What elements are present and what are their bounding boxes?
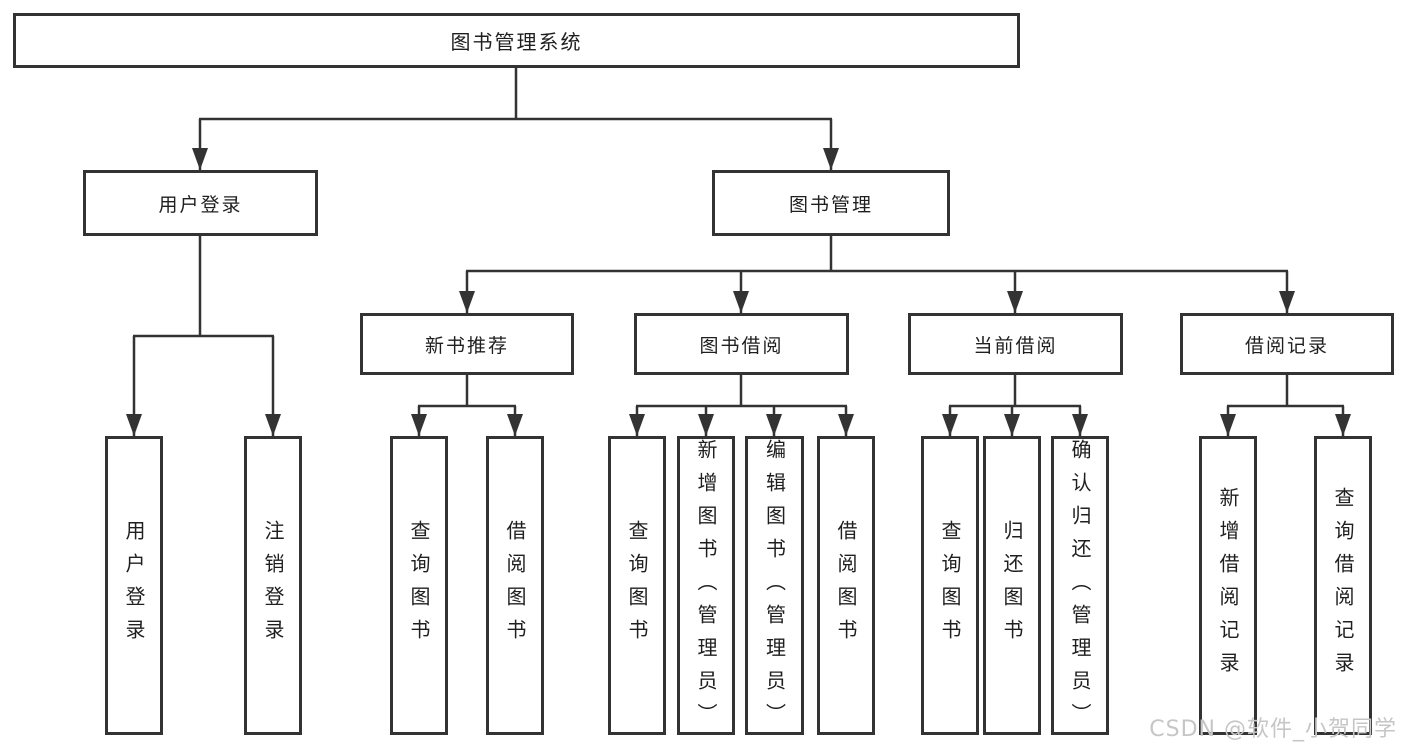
node-current-borrowing-label: 当前借阅 (973, 334, 1058, 357)
leaf-add-books-admin: 新增图书（管理员） (677, 436, 735, 736)
leaf-query-books-1-label: 查询图书 (407, 519, 431, 652)
leaf-borrow-books-1: 借阅图书 (486, 436, 544, 735)
leaf-borrow-books-2: 借阅图书 (817, 436, 875, 735)
node-root-label: 图书管理系统 (450, 30, 583, 54)
leaf-return-books-label: 归还图书 (1000, 519, 1024, 652)
leaf-logout: 注销登录 (244, 436, 302, 735)
leaf-edit-books-admin: 编辑图书（管理员） (745, 436, 804, 736)
node-book-management: 图书管理 (712, 170, 950, 236)
leaf-query-borrow-record-label: 查询借阅记录 (1331, 486, 1355, 685)
leaf-query-books-3-label: 查询图书 (938, 519, 962, 652)
leaf-query-books-2: 查询图书 (608, 436, 666, 735)
leaf-borrow-books-2-label: 借阅图书 (834, 519, 858, 652)
leaf-confirm-return-admin-label: 确认归还（管理员） (1068, 439, 1092, 736)
node-new-book-recommendation-label: 新书推荐 (424, 334, 509, 357)
leaf-query-books-2-label: 查询图书 (625, 519, 649, 652)
node-user-login: 用户登录 (83, 170, 318, 236)
leaf-user-login-label: 用户登录 (122, 519, 146, 652)
node-user-login-label: 用户登录 (158, 193, 243, 216)
csdn-watermark: CSDN @软件_小贺同学 (1149, 717, 1397, 742)
node-book-management-label: 图书管理 (788, 193, 873, 216)
leaf-query-borrow-record: 查询借阅记录 (1314, 436, 1372, 735)
leaf-query-books-3: 查询图书 (921, 436, 979, 735)
node-root: 图书管理系统 (13, 13, 1020, 68)
leaf-borrow-books-1-label: 借阅图书 (503, 519, 527, 652)
leaf-confirm-return-admin: 确认归还（管理员） (1051, 436, 1109, 736)
node-book-borrowing: 图书借阅 (634, 313, 849, 375)
node-new-book-recommendation: 新书推荐 (360, 313, 574, 375)
leaf-logout-label: 注销登录 (261, 519, 285, 652)
leaf-add-books-admin-label: 新增图书（管理员） (694, 439, 718, 736)
node-borrowing-records-label: 借阅记录 (1244, 334, 1329, 357)
node-book-borrowing-label: 图书借阅 (699, 334, 784, 357)
leaf-add-borrow-record: 新增借阅记录 (1199, 436, 1257, 735)
leaf-add-borrow-record-label: 新增借阅记录 (1216, 486, 1240, 685)
leaf-edit-books-admin-label: 编辑图书（管理员） (762, 439, 787, 736)
leaf-query-books-1: 查询图书 (390, 436, 448, 735)
node-current-borrowing: 当前借阅 (908, 313, 1123, 375)
leaf-return-books: 归还图书 (983, 436, 1041, 735)
leaf-user-login: 用户登录 (105, 436, 163, 735)
node-borrowing-records: 借阅记录 (1180, 313, 1394, 375)
